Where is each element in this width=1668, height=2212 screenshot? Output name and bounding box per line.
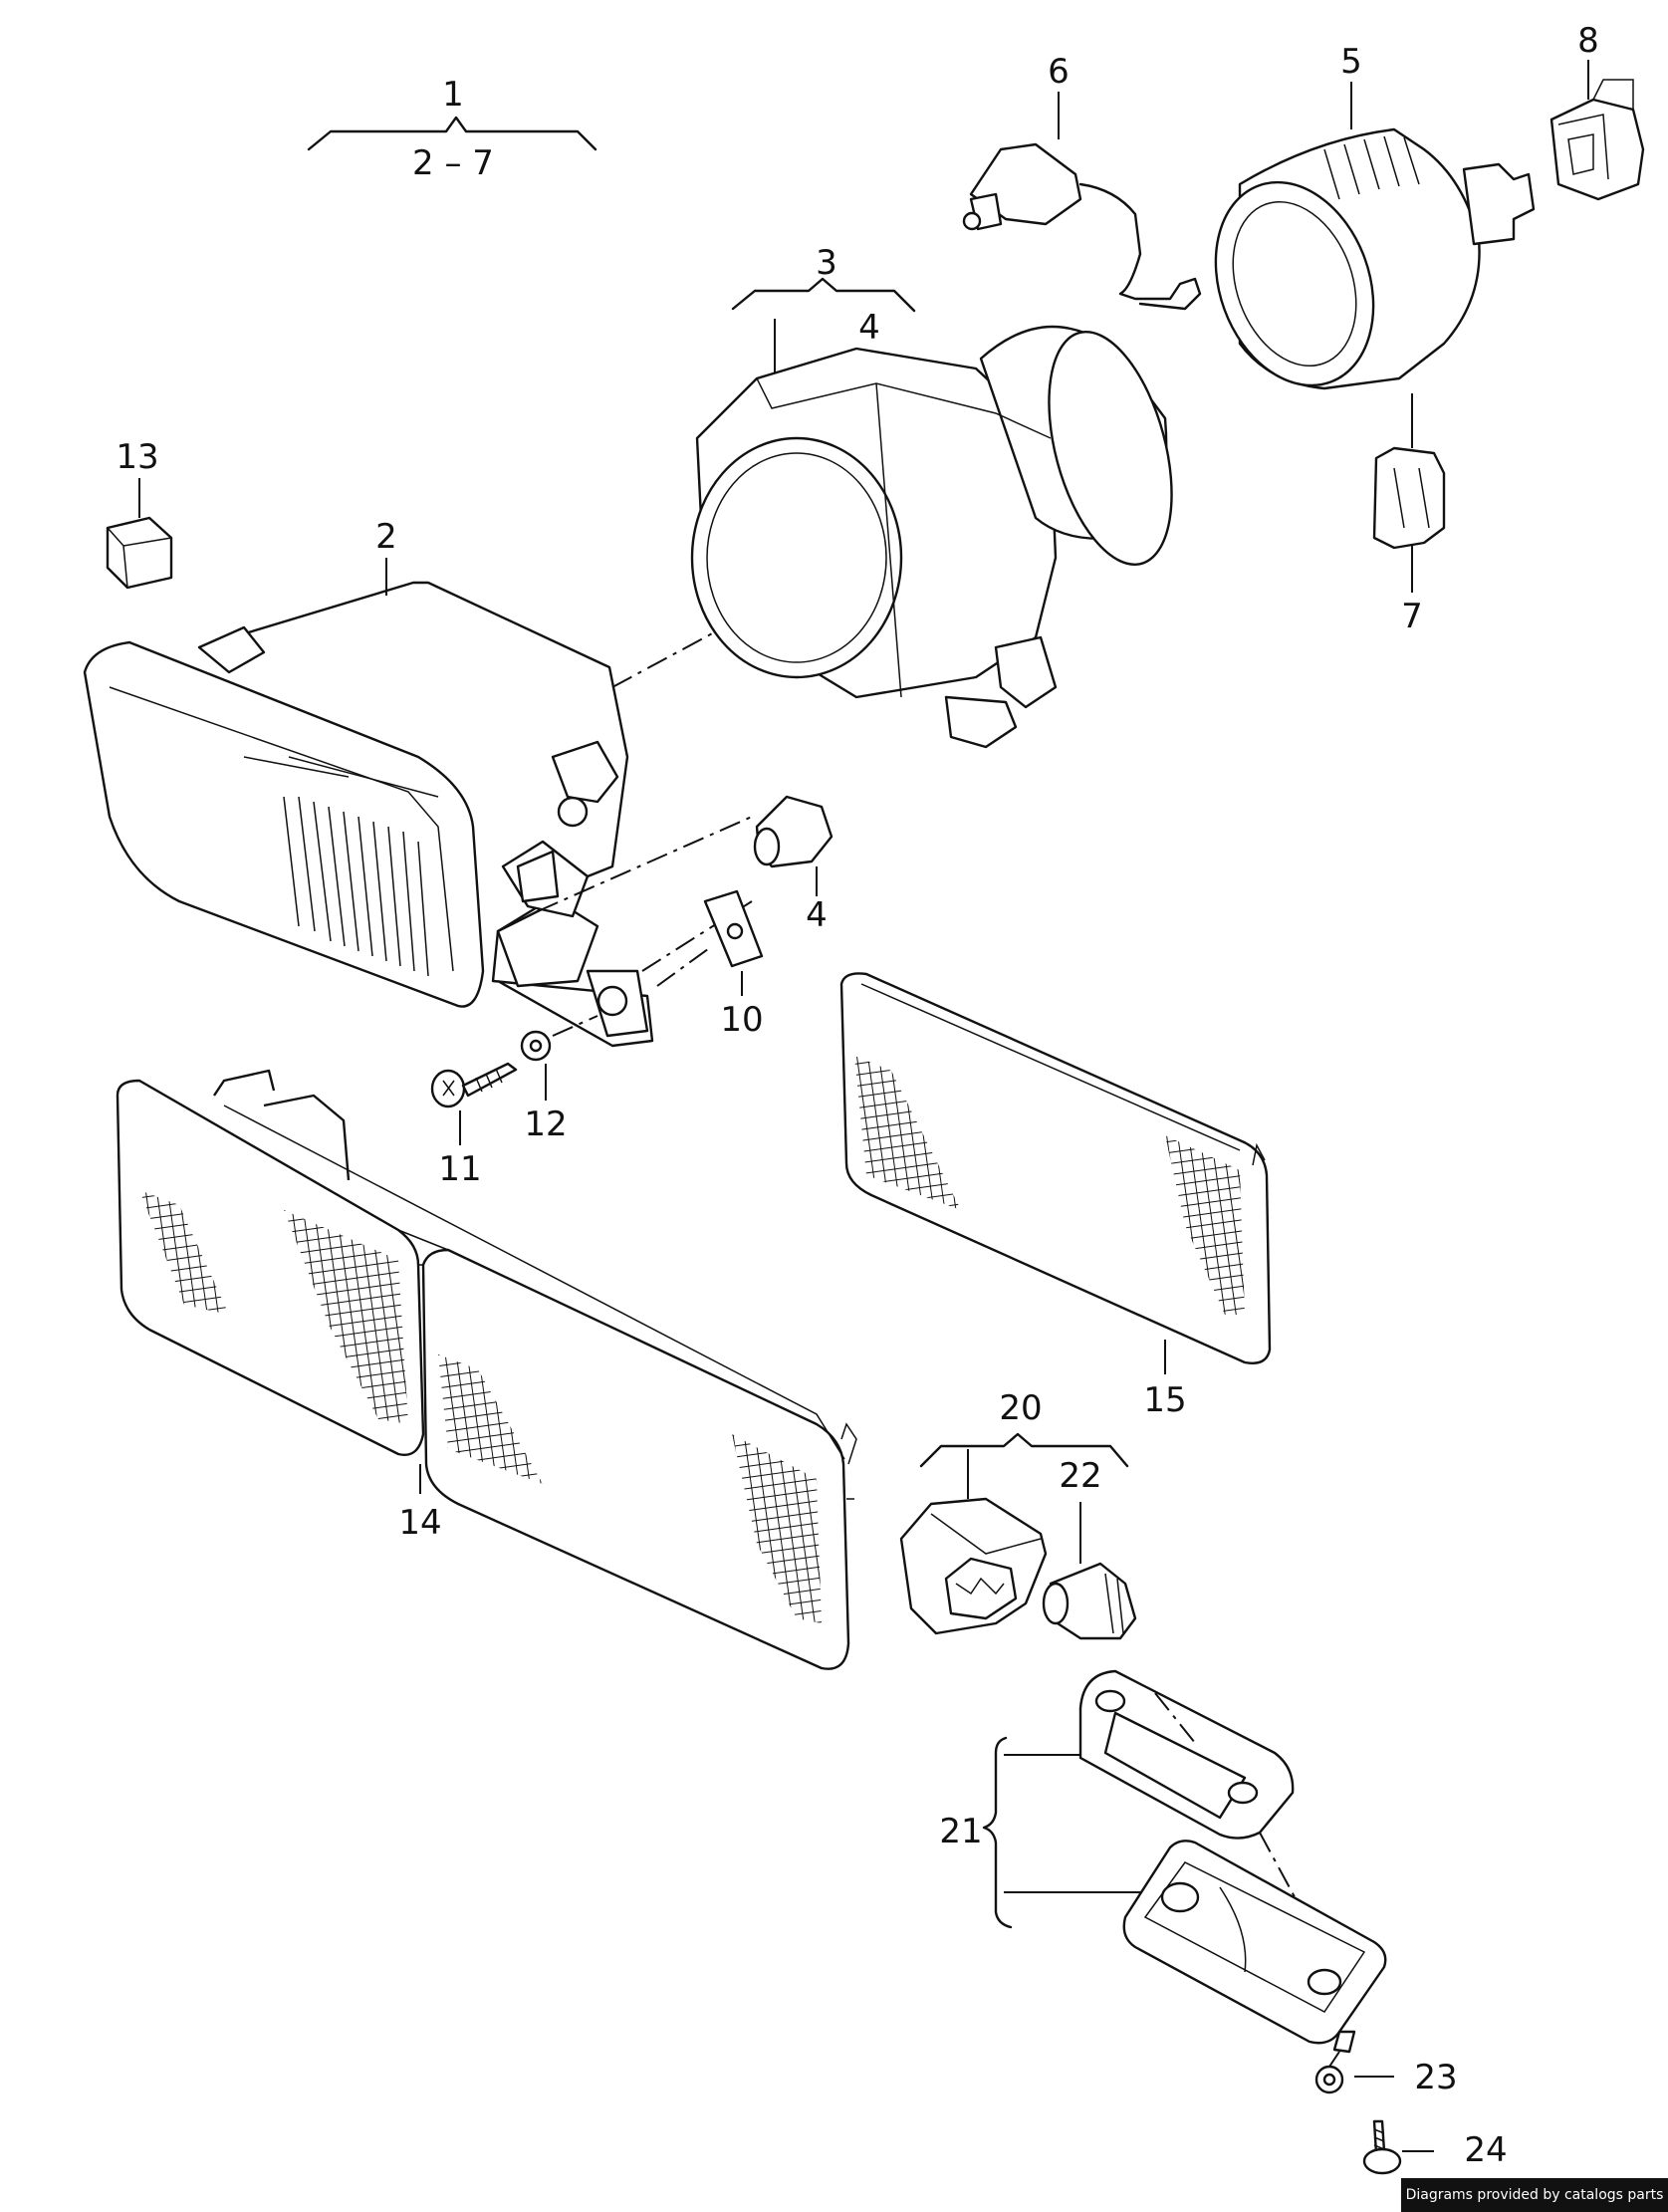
- callout-3[interactable]: 3: [816, 243, 837, 283]
- callout-5[interactable]: 5: [1340, 42, 1362, 82]
- part-3-projector-insert[interactable]: 3 4: [690, 243, 1194, 749]
- part-8-connector[interactable]: 8: [1549, 21, 1645, 201]
- callout-4-range: 4: [858, 308, 880, 348]
- callout-7[interactable]: 7: [1401, 597, 1423, 636]
- part-11-screw[interactable]: 11: [430, 1062, 518, 1189]
- callout-4[interactable]: 4: [806, 895, 828, 935]
- callout-11[interactable]: 11: [438, 1149, 481, 1189]
- callout-8[interactable]: 8: [1577, 21, 1599, 61]
- callout-2[interactable]: 2: [375, 517, 397, 557]
- part-5-bulb-holder[interactable]: 5: [1189, 42, 1536, 407]
- part-13-clip[interactable]: 13: [106, 437, 173, 590]
- part-15-side-lens[interactable]: 15: [839, 972, 1272, 1420]
- callout-20[interactable]: 20: [999, 1388, 1042, 1428]
- callout-1[interactable]: 1: [442, 75, 464, 115]
- callout-10[interactable]: 10: [720, 1000, 763, 1040]
- part-12-washer[interactable]: 12: [520, 1015, 598, 1144]
- callout-6[interactable]: 6: [1048, 52, 1070, 92]
- callout-group-1: 1 2 – 7: [307, 75, 597, 183]
- part-22-wedge-bulb[interactable]: 22: [1042, 1456, 1137, 1640]
- part-10-clip-nut[interactable]: 10: [656, 889, 764, 1040]
- diagram-credit: Diagrams provided by catalogs parts: [1401, 2178, 1668, 2212]
- callout-13[interactable]: 13: [116, 437, 158, 477]
- callout-21[interactable]: 21: [939, 1812, 982, 1851]
- callout-23[interactable]: 23: [1414, 2058, 1457, 2097]
- part-23-washer[interactable]: 23: [1314, 2051, 1458, 2097]
- part-24-screw[interactable]: 24: [1362, 2119, 1508, 2175]
- part-20-bulb-socket[interactable]: 20: [899, 1388, 1129, 1635]
- part-7-retaining-clip[interactable]: 7: [1372, 393, 1446, 636]
- part-14-lens-cover[interactable]: 14: [116, 1069, 857, 1670]
- part-2-fog-lamp-housing[interactable]: 2: [83, 517, 654, 1048]
- part-4-bulb[interactable]: 4: [753, 795, 834, 935]
- callout-24[interactable]: 24: [1464, 2130, 1507, 2170]
- callout-22[interactable]: 22: [1059, 1456, 1101, 1496]
- part-21-bracket-and-gasket[interactable]: 21: [939, 1669, 1387, 2054]
- callout-12[interactable]: 12: [524, 1105, 567, 1144]
- part-6-h1-bulb[interactable]: 6: [962, 52, 1202, 311]
- callout-range-2-7: 2 – 7: [412, 143, 494, 183]
- callout-15[interactable]: 15: [1143, 1380, 1186, 1420]
- callout-14[interactable]: 14: [398, 1503, 441, 1543]
